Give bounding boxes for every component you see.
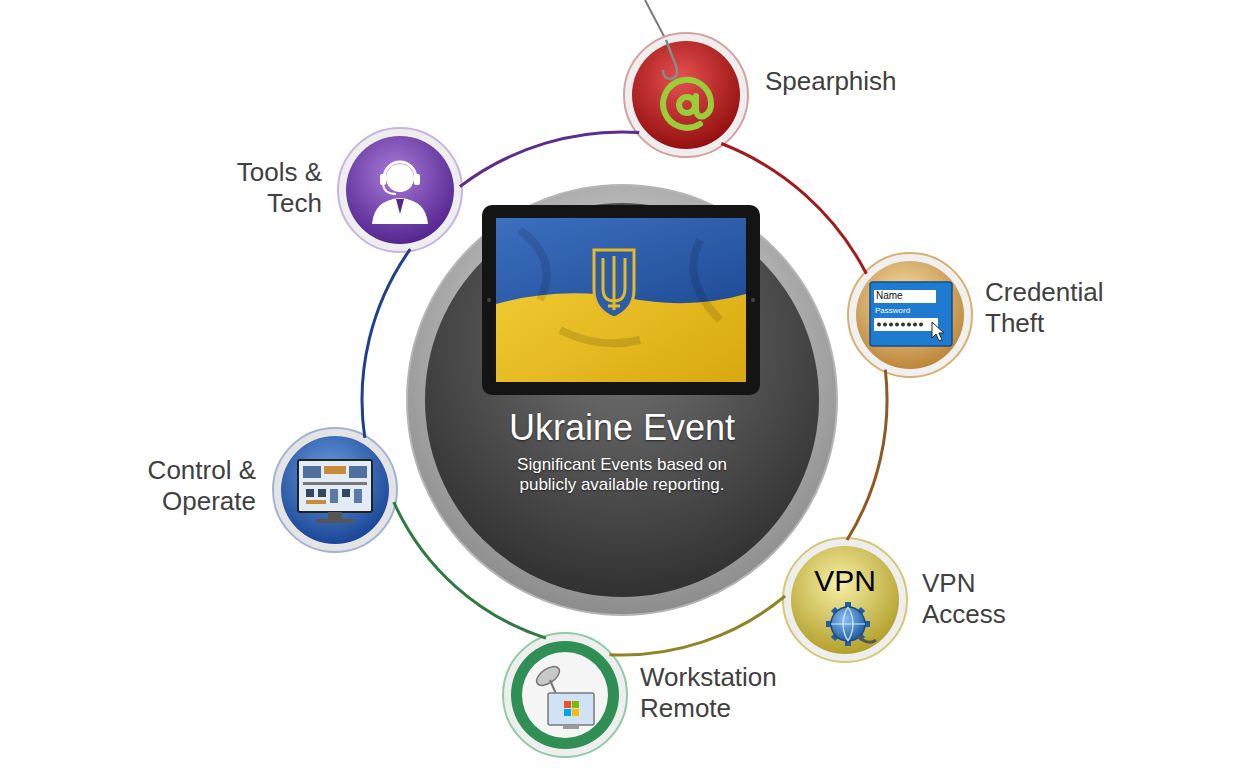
trident [603,256,625,310]
password-field [874,318,938,331]
control-icon [273,428,397,552]
cycle-arc [847,370,887,540]
step-label: Credential Theft [985,277,1125,339]
step-circle: Workstation Remote [505,635,625,755]
icon-disc [346,136,454,244]
field-caption: Password [875,306,935,316]
spearphish-icon [624,0,748,157]
step-circle: Control & Operate [275,430,395,550]
icon-disc [856,261,964,369]
satellite-dish [533,663,562,689]
icon-disc [632,41,740,149]
cycle-arc [394,502,546,638]
icon-ring [624,33,748,157]
step-label: Tools & Tech [207,157,322,219]
workstation-icon [503,633,627,757]
person-head [386,164,414,192]
headset-ear [380,174,386,185]
central-ring [407,185,837,615]
monitor [548,693,594,725]
icon-disc [791,546,899,654]
icon-disc [511,641,619,749]
icon-ring [273,428,397,552]
step-circle: Spearphish [626,35,746,155]
tablet-illustration [482,205,760,395]
person-body [372,198,428,224]
windows-logo [564,709,571,716]
vpn-badge: VPN [803,563,887,599]
monitor [298,460,372,512]
tablet-body [482,205,760,395]
monitor-base [316,519,354,523]
icon-disc [281,436,389,544]
tools-icon [338,128,462,252]
cycle-arc [609,596,785,655]
central-disc [407,185,837,615]
tablet-sensor [487,298,491,302]
windows-logo [572,709,579,716]
cycle-arc [721,144,866,274]
icon-ring [338,128,462,252]
flag-folds [520,230,720,343]
cycle-arc [460,132,639,187]
icon-inner [522,652,608,738]
monitor-stand [328,512,342,519]
step-circle: Tools & Tech [340,130,460,250]
mouse-cursor [932,322,944,341]
step-label: Control & Operate [101,455,256,517]
monitor-base [563,725,579,729]
cable [858,636,876,642]
person-collar [396,199,404,214]
vpn-icon [783,538,907,662]
flag-yellow [496,218,746,382]
dish-stand [550,680,556,694]
dashboard-panels [303,466,367,504]
at-sign [679,97,695,113]
login-screen [870,282,952,346]
windows-logo [564,701,571,708]
event-title: Ukraine Event [407,406,837,449]
central-core [425,203,819,597]
field-caption: Name [876,290,934,302]
name-field [874,290,936,303]
headset-mic [383,184,396,194]
step-circle: VPN Access [785,540,905,660]
icon-ring [503,633,627,757]
fish-hook [663,40,677,79]
fishing-line [645,0,666,40]
step-label: Workstation Remote [640,662,815,724]
event-subtitle: Significant Events based on publicly ava… [497,455,747,496]
headset [384,162,416,178]
windows-logo [572,701,579,708]
icon-ring [783,538,907,662]
password-dots [877,323,923,327]
step-label: VPN Access [922,568,1037,630]
step-label: Spearphish [765,66,965,97]
headset-ear [414,174,420,185]
central-event-circle: Ukraine EventSignificant Events based on… [407,185,837,615]
cycle-arc [362,249,410,438]
tablet-sensor [751,298,755,302]
coat-of-arms-shield [594,250,634,318]
at-sign [663,80,711,128]
